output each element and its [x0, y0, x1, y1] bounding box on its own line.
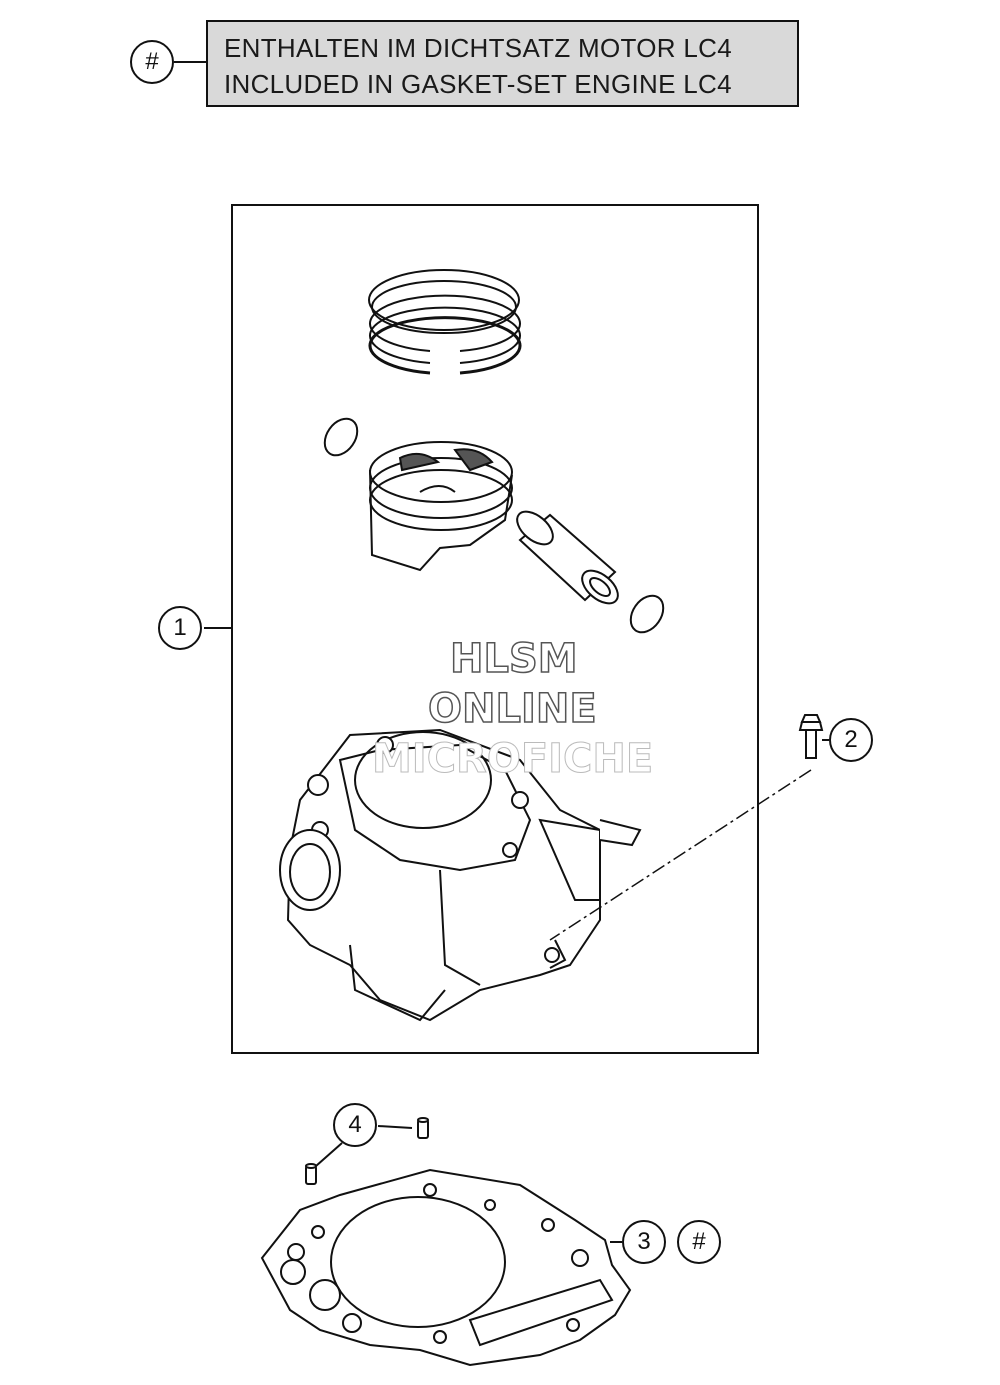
piston-rings — [368, 269, 522, 375]
circlip-left — [323, 417, 359, 457]
watermark-line-1: HLSM — [449, 635, 578, 683]
piston-pin — [516, 510, 619, 605]
part-3-gasket-set-marker[interactable]: # — [677, 1220, 721, 1264]
cylinder — [279, 728, 642, 1022]
piston — [369, 441, 513, 572]
cylinder-bolt — [798, 714, 824, 759]
base-gasket — [260, 1168, 632, 1367]
circlip-right — [629, 594, 665, 634]
part-4-callout[interactable]: 4 — [333, 1103, 377, 1147]
part-4-leader-line-b — [315, 1142, 343, 1167]
legend-text-german: ENTHALTEN IM DICHTSATZ MOTOR LC4 — [224, 33, 732, 63]
watermark-line-2: ONLINE — [427, 685, 597, 733]
part-4-leader-line-a — [377, 1125, 413, 1129]
watermark-line-3: MICROFICHE — [371, 736, 654, 783]
part-2-callout[interactable]: 2 — [829, 718, 873, 762]
part-1-callout[interactable]: 1 — [158, 606, 202, 650]
legend-text-english: INCLUDED IN GASKET-SET ENGINE LC4 — [224, 69, 732, 99]
legend-marker-callout[interactable]: # — [130, 40, 174, 84]
part-3-callout[interactable]: 3 — [622, 1220, 666, 1264]
legend-text: ENTHALTEN IM DICHTSATZ MOTOR LC4 INCLUDE… — [224, 30, 732, 102]
part-2-leader-line — [549, 769, 812, 941]
dowel-pins — [305, 1117, 429, 1185]
legend-box — [206, 20, 799, 107]
